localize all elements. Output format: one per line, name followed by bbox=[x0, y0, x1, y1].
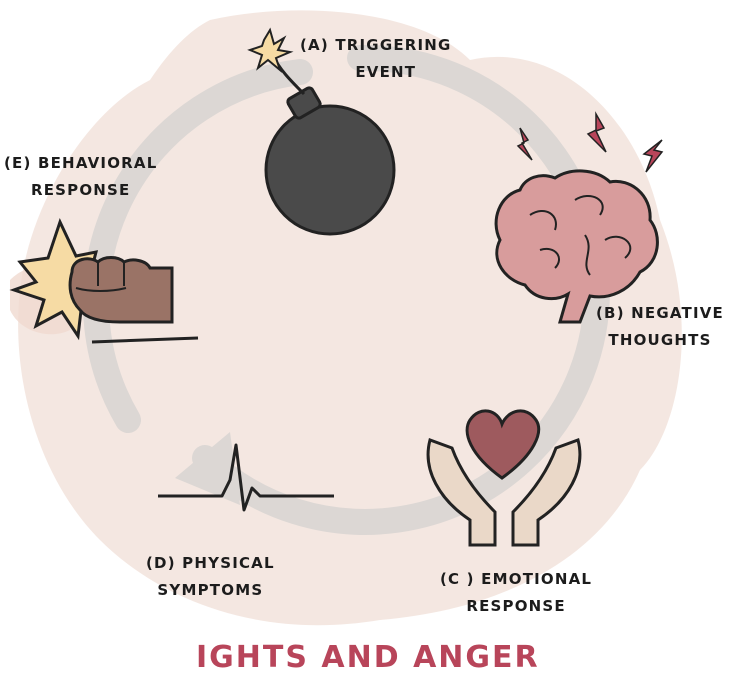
node-e-line2: RESPONSE bbox=[4, 177, 157, 204]
node-a-line1: (A) TRIGGERING bbox=[300, 32, 452, 59]
lightning-icon-3 bbox=[644, 140, 662, 172]
node-c-line1: (C ) EMOTIONAL bbox=[440, 566, 592, 593]
node-a-line2: EVENT bbox=[300, 59, 452, 86]
node-a-label: (A) TRIGGERING EVENT bbox=[300, 32, 452, 86]
node-b-line1: (B) NEGATIVE bbox=[596, 300, 724, 327]
node-d-line1: (D) PHYSICAL bbox=[146, 550, 275, 577]
node-d-label: (D) PHYSICAL SYMPTOMS bbox=[146, 550, 275, 604]
node-c-line2: RESPONSE bbox=[440, 593, 592, 620]
node-d-line2: SYMPTOMS bbox=[146, 577, 275, 604]
node-e-line1: (E) BEHAVIORAL bbox=[4, 150, 157, 177]
anger-cycle-diagram: (A) TRIGGERING EVENT (B) NEGATIVE THOUGH… bbox=[0, 0, 756, 660]
node-b-line2: THOUGHTS bbox=[596, 327, 724, 354]
node-c-label: (C ) EMOTIONAL RESPONSE bbox=[440, 566, 592, 620]
node-e-label: (E) BEHAVIORAL RESPONSE bbox=[4, 150, 157, 204]
node-b-label: (B) NEGATIVE THOUGHTS bbox=[596, 300, 724, 354]
footer-title-partial: IGHTS AND ANGER bbox=[196, 640, 540, 675]
